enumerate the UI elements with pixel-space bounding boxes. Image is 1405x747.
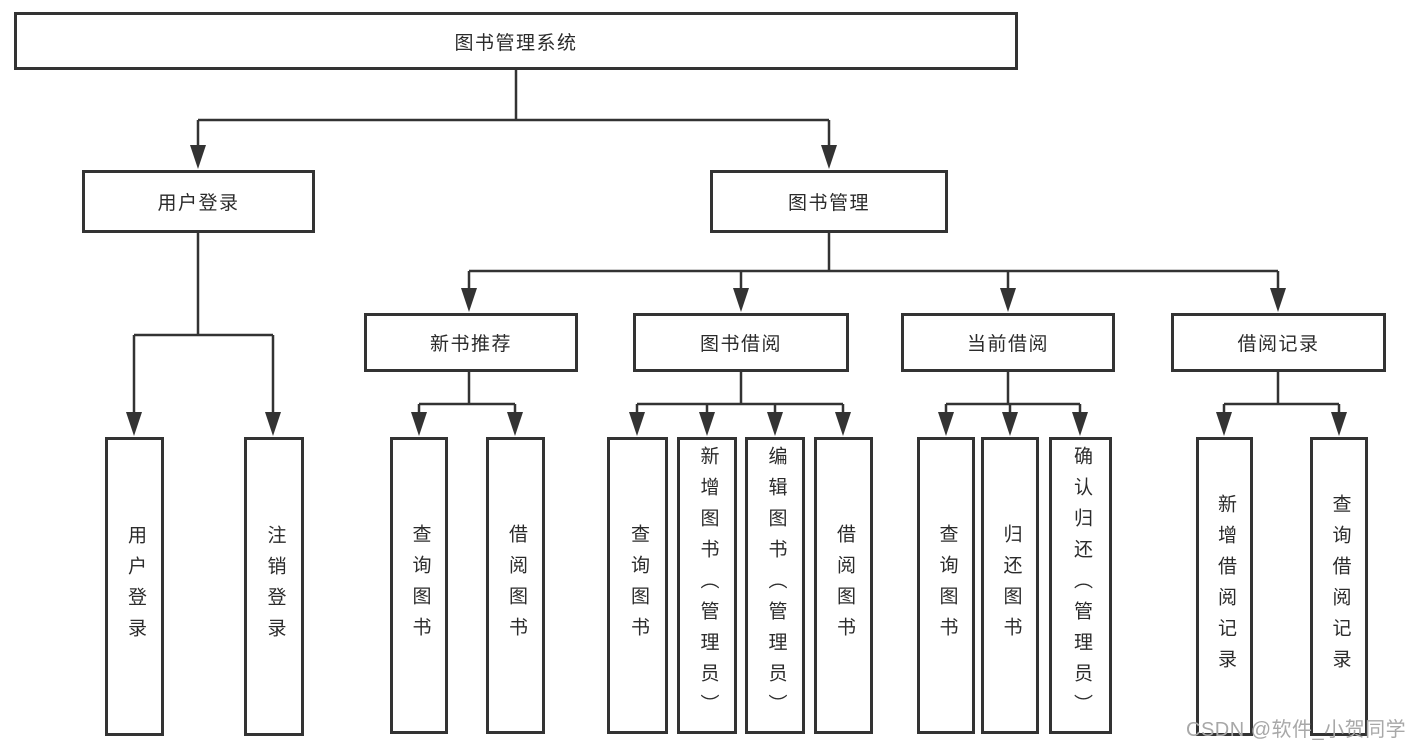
node-current-borrow: 当前借阅 (901, 313, 1115, 372)
leaf-br-query-record: 查询借阅记录 (1310, 437, 1368, 736)
leaf-cb-return-books-label: 归还图书 (1000, 523, 1022, 648)
leaf-bb-add-books-admin-label: 新增图书（管理员） (697, 446, 719, 725)
node-book-borrow: 图书借阅 (633, 313, 849, 372)
arrow-down-icons (126, 145, 1347, 436)
leaf-cb-query-books-label: 查询图书 (936, 523, 958, 648)
leaf-cb-query-books: 查询图书 (917, 437, 975, 734)
leaf-bb-borrow-books: 借阅图书 (814, 437, 873, 734)
leaf-br-add-record: 新增借阅记录 (1196, 437, 1253, 736)
leaf-cb-return-books: 归还图书 (981, 437, 1039, 734)
node-current-borrow-label: 当前借阅 (966, 334, 1049, 355)
node-new-book-recommend-label: 新书推荐 (429, 334, 512, 355)
leaf-cb-confirm-return-admin: 确认归还（管理员） (1049, 437, 1112, 734)
leaf-logout: 注销登录 (244, 437, 304, 736)
watermark: CSDN @软件_小贺同学 (1186, 719, 1405, 741)
leaf-nbr-query-books: 查询图书 (390, 437, 448, 734)
node-root-system: 图书管理系统 (14, 12, 1018, 70)
leaf-bb-query-books: 查询图书 (607, 437, 668, 734)
leaf-user-login-label: 用户登录 (124, 524, 146, 649)
leaf-cb-confirm-return-admin-label: 确认归还（管理员） (1070, 446, 1092, 725)
leaf-bb-edit-books-admin-label: 编辑图书（管理员） (765, 446, 787, 725)
leaf-bb-add-books-admin: 新增图书（管理员） (677, 437, 737, 734)
leaf-user-login: 用户登录 (105, 437, 164, 736)
node-borrow-records: 借阅记录 (1171, 313, 1386, 372)
leaf-nbr-borrow-books: 借阅图书 (486, 437, 545, 734)
node-root-label: 图书管理系统 (454, 32, 578, 54)
node-book-management-label: 图书管理 (787, 193, 870, 214)
node-book-borrow-label: 图书借阅 (699, 334, 782, 355)
leaf-bb-borrow-books-label: 借阅图书 (833, 523, 855, 648)
leaf-bb-edit-books-admin: 编辑图书（管理员） (745, 437, 805, 734)
node-user-login-label: 用户登录 (157, 193, 240, 214)
leaf-nbr-borrow-books-label: 借阅图书 (505, 523, 527, 648)
leaf-logout-label: 注销登录 (264, 524, 286, 649)
node-new-book-recommend: 新书推荐 (364, 313, 578, 372)
leaf-nbr-query-books-label: 查询图书 (409, 523, 431, 648)
tree-edges (132, 70, 1341, 420)
node-borrow-records-label: 借阅记录 (1237, 334, 1320, 355)
node-book-management: 图书管理 (710, 170, 948, 233)
leaf-br-add-record-label: 新增借阅记录 (1214, 493, 1236, 680)
leaf-bb-query-books-label: 查询图书 (627, 523, 649, 648)
leaf-br-query-record-label: 查询借阅记录 (1329, 493, 1351, 680)
node-user-login: 用户登录 (82, 170, 315, 233)
